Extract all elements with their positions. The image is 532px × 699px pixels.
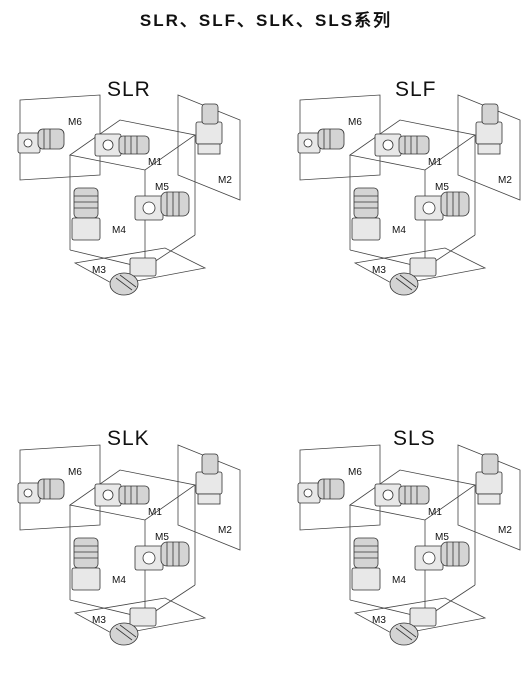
- mounting-diagram: [17, 94, 241, 296]
- motor-m6-icon: [17, 128, 65, 154]
- label-m6: M6: [68, 117, 82, 128]
- label-m1: M1: [148, 507, 162, 518]
- label-m1: M1: [428, 157, 442, 168]
- motor-m4-icon: [351, 187, 381, 241]
- plane-m2: [177, 444, 241, 551]
- plane-m2: [457, 94, 521, 201]
- motor-m3-icon: [109, 607, 157, 646]
- label-m6: M6: [348, 467, 362, 478]
- series-title: SLK: [107, 427, 150, 450]
- label-m5: M5: [155, 182, 169, 193]
- label-m5: M5: [155, 532, 169, 543]
- label-m3: M3: [92, 265, 106, 276]
- panel-slk: SLK M1 M2 M3 M4 M5 M6: [0, 350, 266, 699]
- motor-m2-icon: [195, 453, 223, 505]
- panel-slr: SLR M1 M2 M3 M4 M5 M6: [0, 0, 266, 349]
- motor-m4-icon: [71, 187, 101, 241]
- panel-slf: SLF M1 M2 M3 M4 M5 M6: [280, 0, 532, 349]
- motor-m6-icon: [297, 478, 345, 504]
- label-m1: M1: [148, 157, 162, 168]
- motor-m5-icon: [414, 541, 470, 571]
- plane-m2: [457, 444, 521, 551]
- label-m3: M3: [372, 265, 386, 276]
- plane-m3: [353, 247, 487, 286]
- motor-m4-icon: [351, 537, 381, 591]
- label-m4: M4: [112, 225, 126, 236]
- page-title: SLR、SLF、SLK、SLS系列: [139, 11, 393, 30]
- motor-m3-icon: [109, 257, 157, 296]
- plane-m2: [177, 94, 241, 201]
- label-m4: M4: [392, 225, 406, 236]
- motor-m5-icon: [134, 541, 190, 571]
- motor-m1-icon: [94, 133, 150, 157]
- label-m6: M6: [68, 467, 82, 478]
- label-m2: M2: [218, 525, 232, 536]
- label-m4: M4: [112, 575, 126, 586]
- label-m1: M1: [428, 507, 442, 518]
- motor-m1-icon: [94, 483, 150, 507]
- mounting-diagram: [297, 94, 521, 296]
- label-m5: M5: [435, 182, 449, 193]
- motor-m5-icon: [134, 191, 190, 221]
- series-title: SLF: [395, 78, 437, 101]
- motor-m6-icon: [297, 128, 345, 154]
- label-m2: M2: [498, 525, 512, 536]
- motor-m1-icon: [374, 483, 430, 507]
- motor-m6-icon: [17, 478, 65, 504]
- label-m3: M3: [92, 615, 106, 626]
- motor-m1-icon: [374, 133, 430, 157]
- mounting-diagram: [297, 444, 521, 646]
- motor-m2-icon: [475, 453, 503, 505]
- motor-m4-icon: [71, 537, 101, 591]
- label-m2: M2: [218, 175, 232, 186]
- motor-m2-icon: [195, 103, 223, 155]
- plane-m3: [353, 597, 487, 636]
- mounting-diagram: [17, 444, 241, 646]
- plane-m3: [73, 247, 207, 286]
- label-m4: M4: [392, 575, 406, 586]
- label-m5: M5: [435, 532, 449, 543]
- label-m6: M6: [348, 117, 362, 128]
- motor-m5-icon: [414, 191, 470, 221]
- label-m2: M2: [498, 175, 512, 186]
- plane-m3: [73, 597, 207, 636]
- series-title: SLS: [393, 427, 436, 450]
- label-m3: M3: [372, 615, 386, 626]
- motor-m3-icon: [389, 607, 437, 646]
- panel-sls: SLS M1 M2 M3 M4 M5 M6: [280, 350, 532, 699]
- motor-m2-icon: [475, 103, 503, 155]
- motor-m3-icon: [389, 257, 437, 296]
- series-title: SLR: [107, 78, 151, 101]
